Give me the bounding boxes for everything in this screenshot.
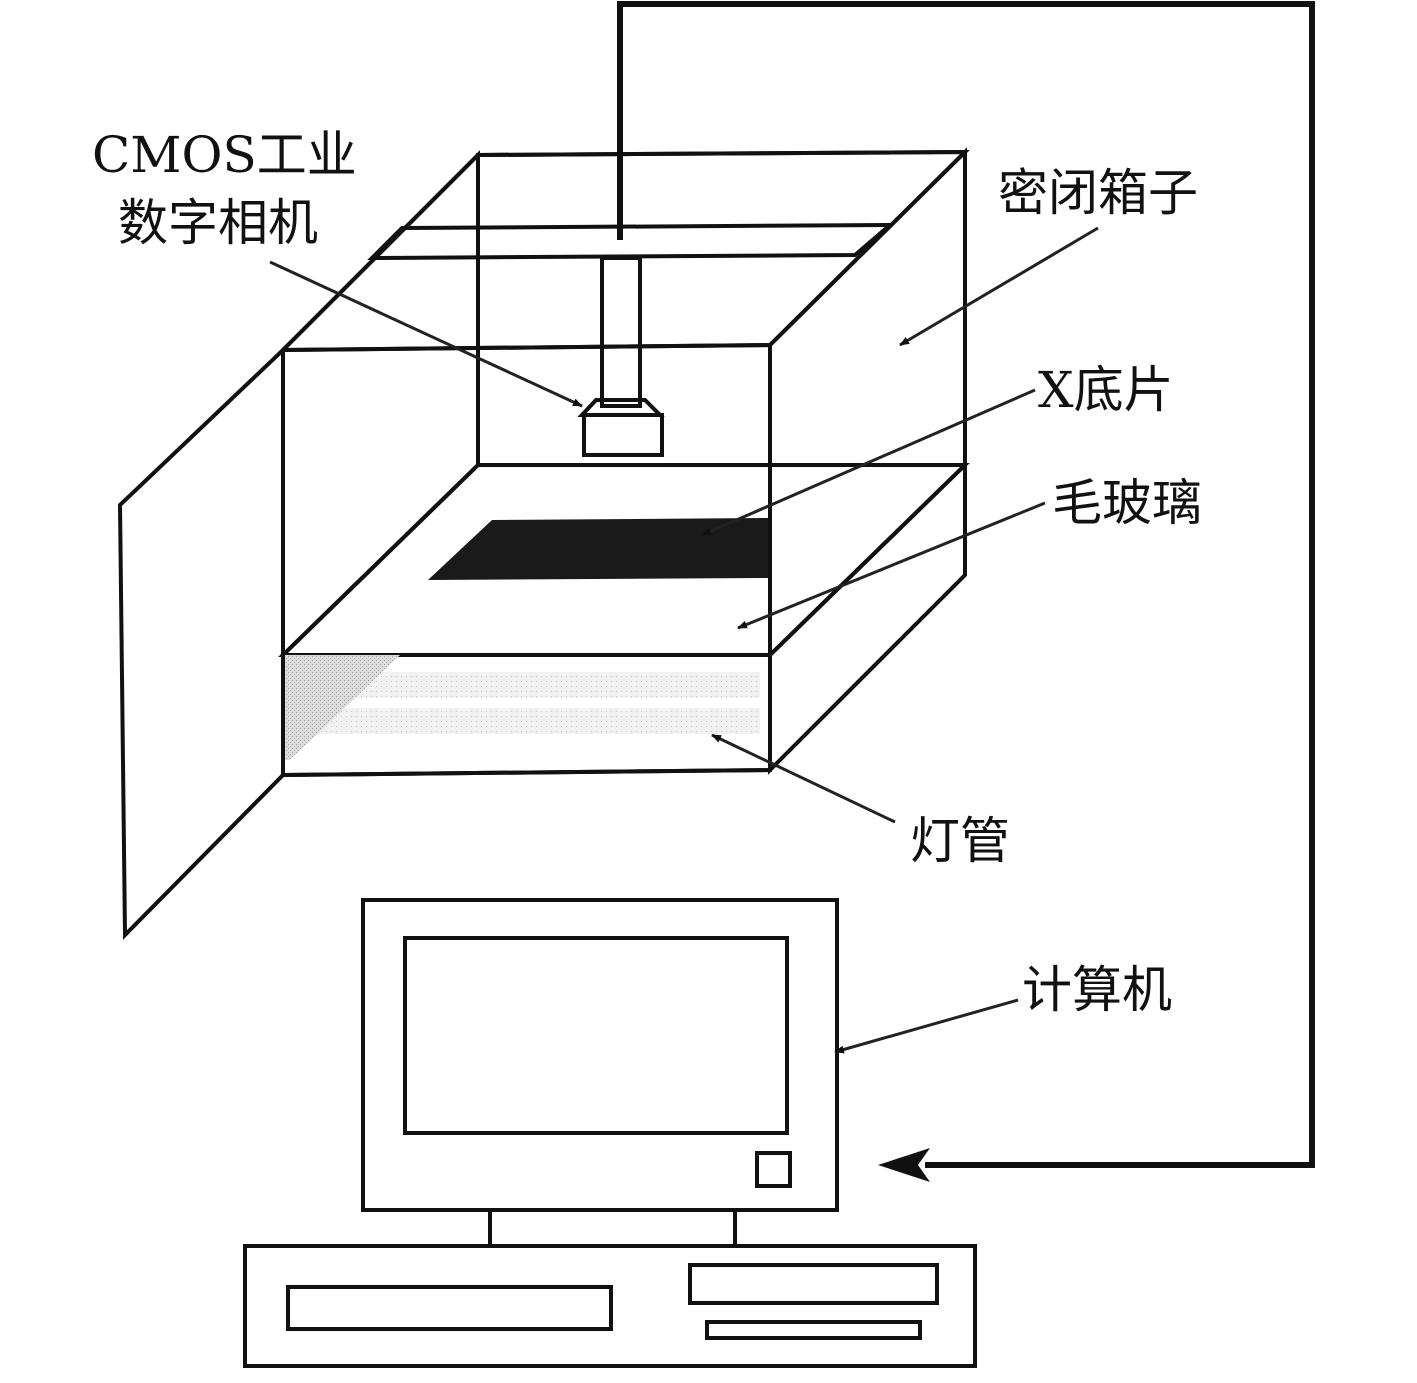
arrow-sealed-box bbox=[899, 226, 1099, 347]
label-sealed-box: 密闭箱子 bbox=[998, 164, 1198, 222]
arrow-computer bbox=[834, 998, 1019, 1054]
arrow-camera bbox=[269, 260, 583, 408]
box-back-wall bbox=[476, 149, 967, 467]
arrow-x-film bbox=[701, 388, 1036, 537]
optical-drive-bay bbox=[688, 1263, 939, 1305]
cable-arrowhead bbox=[878, 1148, 930, 1182]
label-x-film: X底片 bbox=[1038, 361, 1174, 419]
x-film-sheet bbox=[428, 518, 770, 580]
monitor-power-button bbox=[755, 1151, 792, 1188]
camera-body-column bbox=[600, 256, 642, 408]
monitor-stand bbox=[488, 1208, 737, 1248]
glass-edge-right bbox=[768, 463, 967, 657]
label-frosted-glass: 毛玻璃 bbox=[1052, 474, 1202, 532]
arrow-frosted-glass bbox=[737, 501, 1046, 630]
drive-slot-small bbox=[705, 1320, 922, 1340]
monitor-casing bbox=[361, 898, 839, 1212]
camera-mount-beam bbox=[367, 222, 896, 261]
floppy-drive-slot bbox=[286, 1285, 613, 1331]
label-camera-line2: 数字相机 bbox=[118, 194, 318, 252]
computer-case bbox=[243, 1244, 977, 1368]
data-cable bbox=[617, 1, 1315, 1168]
lamp-tube-lower bbox=[300, 708, 760, 734]
monitor-screen bbox=[403, 936, 789, 1135]
label-lamp: 灯管 bbox=[910, 812, 1010, 870]
box-open-door bbox=[117, 345, 285, 940]
label-computer: 计算机 bbox=[1022, 961, 1172, 1019]
lamp-compartment-side bbox=[283, 655, 400, 760]
label-camera-line1: CMOS工业 bbox=[92, 126, 357, 184]
arrow-lamp bbox=[711, 733, 896, 824]
camera-lens-housing bbox=[582, 413, 664, 457]
